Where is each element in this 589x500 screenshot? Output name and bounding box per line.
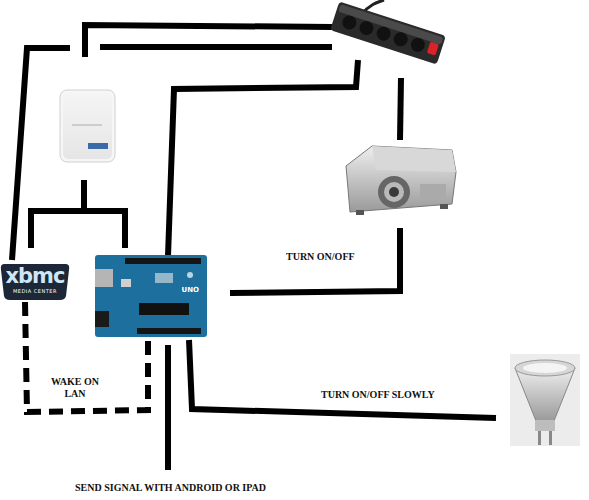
wake-on-lan-link [25, 302, 148, 412]
adapter-power-wire [85, 25, 332, 57]
power-wires [12, 25, 401, 260]
arduino-power-wire [168, 60, 358, 256]
ethernet-wire [81, 180, 87, 211]
bulb-control-wire [189, 340, 496, 418]
projector-power-wire [400, 78, 401, 140]
led-bulb [510, 354, 580, 446]
projector [346, 146, 456, 215]
edge-label: WAKE ON LAN [40, 376, 110, 400]
ethernet-wire [31, 211, 125, 248]
projector-control-wire [230, 228, 400, 293]
signal-wire [165, 345, 171, 470]
control-wires [168, 228, 496, 470]
xbmc-power-wire [100, 44, 332, 50]
network-wires [31, 180, 125, 248]
annotation-label: TURN ON/OFF [286, 251, 355, 263]
powerline-adapter [60, 90, 115, 162]
power-strip [330, 0, 446, 65]
annotation-label: SEND SIGNAL WITH ANDROID OR IPAD [75, 482, 266, 494]
media-center-logo: xbmcMEDIA CENTER [0, 262, 70, 302]
arduino-board [95, 255, 207, 337]
logo-title: xbmc [0, 265, 70, 287]
arduino-board: UNO [95, 255, 207, 337]
logo-subtitle: MEDIA CENTER [0, 288, 70, 294]
annotation-label: TURN ON/OFF SLOWLY [321, 389, 435, 401]
board-label: UNO [182, 286, 200, 294]
